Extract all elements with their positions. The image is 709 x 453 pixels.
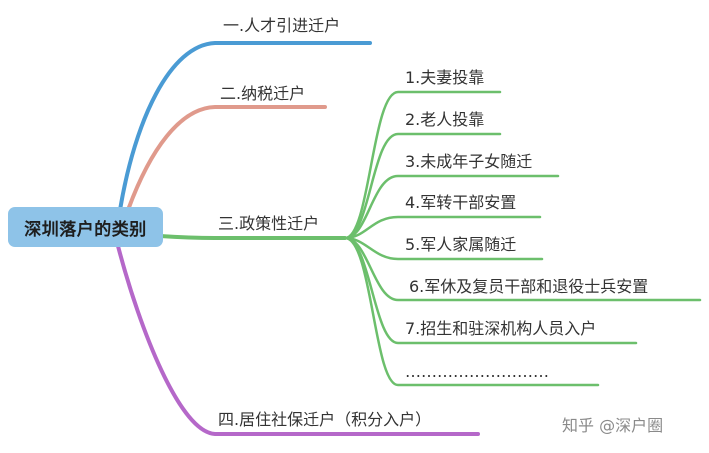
- branch-connector-talent: [118, 41, 372, 212]
- branch-label-tax: 二.纳税迁户: [220, 84, 306, 103]
- branch-label-talent: 一.人才引进迁户: [223, 16, 341, 35]
- policy-item-8: ………………………: [405, 362, 549, 381]
- branch-connector-tax: [126, 105, 327, 212]
- sub-connector-8: [343, 236, 600, 387]
- policy-item-1: 1.夫妻投靠: [405, 68, 485, 87]
- sub-connector-4: [343, 215, 542, 240]
- root-node: 深圳落户的类别: [8, 207, 163, 247]
- policy-item-2: 2.老人投靠: [405, 110, 485, 129]
- policy-item-5: 5.军人家属随迁: [405, 235, 517, 254]
- policy-item-4: 4.军转干部安置: [405, 193, 517, 212]
- policy-item-7: 7.招生和驻深机构人员入户: [405, 319, 597, 338]
- watermark: 知乎 @深户圈: [562, 416, 664, 435]
- sub-connector-2: [343, 132, 502, 240]
- sub-connector-3: [343, 174, 560, 240]
- branch-label-residence: 四.居住社保迁户（积分入户）: [218, 410, 432, 429]
- branch-label-policy: 三.政策性迁户: [218, 214, 320, 233]
- policy-sub-connectors: [343, 90, 702, 387]
- policy-item-6: 6.军休及复员干部和退役士兵安置: [409, 277, 649, 296]
- branch-connector-policy: [158, 234, 347, 240]
- branch-connector-residence: [116, 244, 480, 436]
- policy-item-3: 3.未成年子女随迁: [405, 152, 533, 171]
